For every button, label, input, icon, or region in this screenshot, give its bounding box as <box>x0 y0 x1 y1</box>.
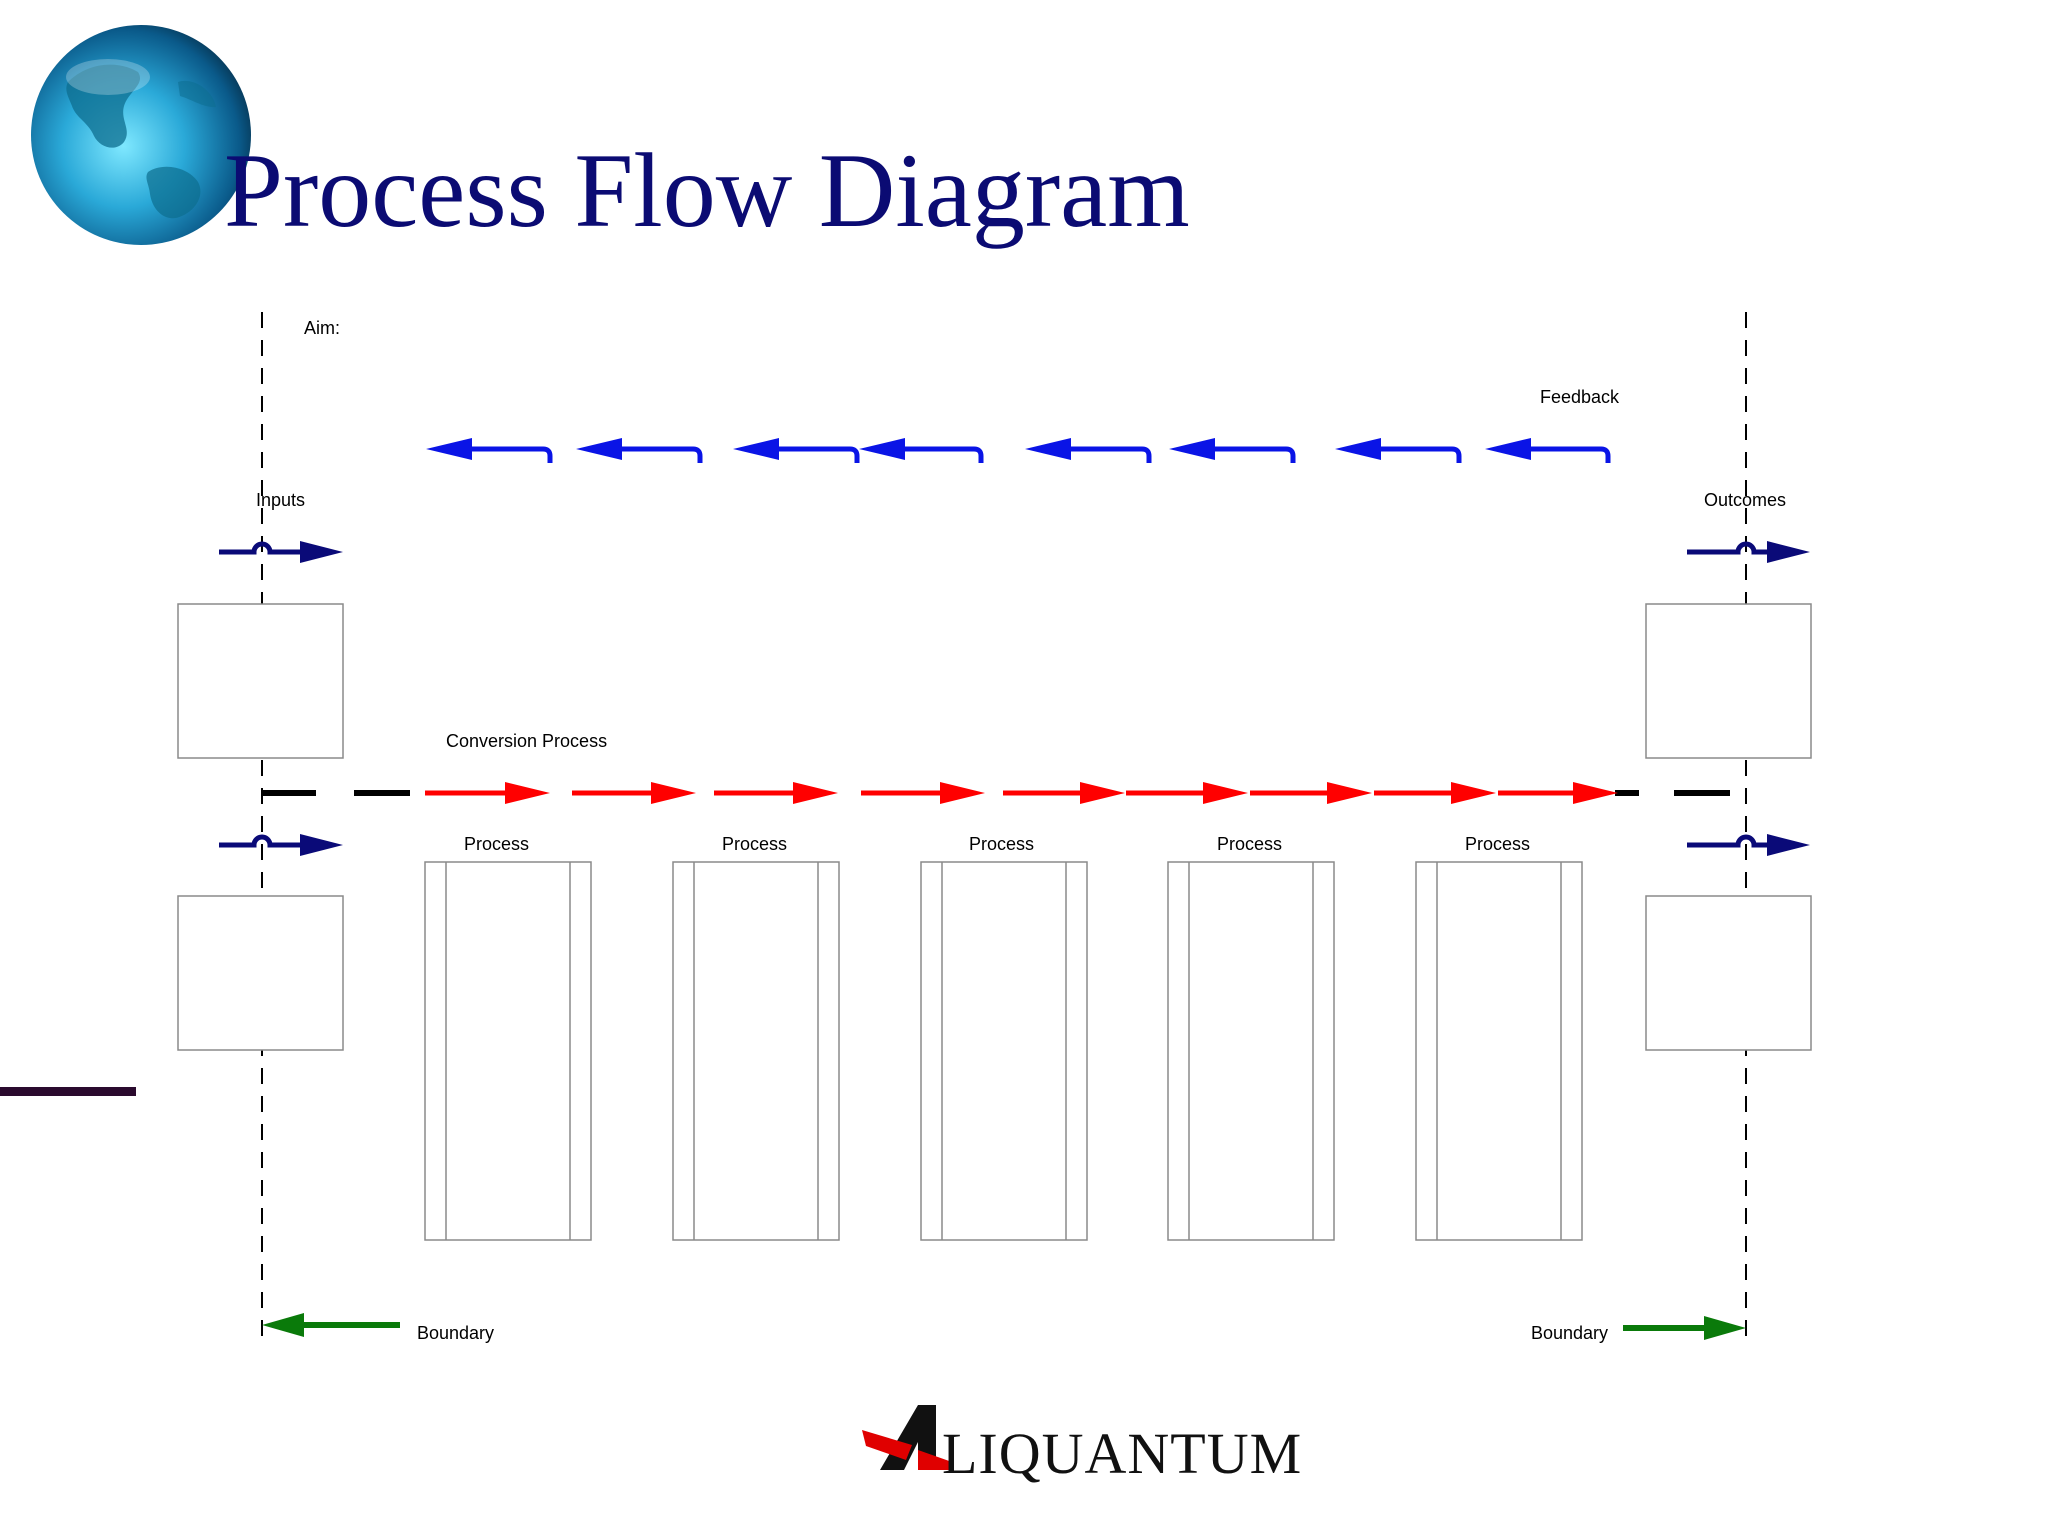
process-label: Process <box>1217 834 1283 854</box>
process-box <box>920 861 1088 1241</box>
feedback-arrow <box>576 438 703 463</box>
conversion-arrow <box>1250 782 1372 804</box>
feedback-arrow <box>859 438 984 463</box>
boundary-left-label: Boundary <box>417 1323 495 1343</box>
outcome-box-bottom <box>1645 895 1812 1051</box>
process-box <box>672 861 840 1241</box>
boundary-right-label: Boundary <box>1531 1323 1609 1343</box>
aim-label: Aim: <box>304 318 340 338</box>
accent-bar <box>0 1087 136 1096</box>
feedback-arrows <box>426 438 1611 463</box>
process-box <box>1415 861 1583 1241</box>
feedback-label: Feedback <box>1540 387 1620 407</box>
page-title: Process Flow Diagram <box>224 132 1190 249</box>
feedback-arrow <box>426 438 553 463</box>
conversion-arrow <box>714 782 838 804</box>
conversion-arrow <box>1374 782 1496 804</box>
aliquantum-a-logo-icon <box>862 1405 952 1470</box>
outcomes-label: Outcomes <box>1704 490 1787 510</box>
outcome-box-top <box>1645 603 1812 759</box>
feedback-arrow <box>1169 438 1296 463</box>
input-box-bottom <box>177 895 344 1051</box>
process-box <box>424 861 592 1241</box>
globe-icon <box>31 25 251 245</box>
io-arrows <box>219 541 1810 856</box>
boundary-arrow-left <box>262 1313 400 1337</box>
conversion-process-label: Conversion Process <box>446 731 608 751</box>
process-label: Process <box>464 834 530 854</box>
output-arrow-top <box>1687 541 1810 563</box>
feedback-arrow <box>733 438 860 463</box>
conversion-arrow <box>1003 782 1125 804</box>
conversion-arrow <box>1498 782 1618 804</box>
aliquantum-logo-text: LIQUANTUM <box>942 1421 1303 1486</box>
output-arrow-bottom <box>1687 834 1810 856</box>
process-label: Process <box>722 834 788 854</box>
process-label: Process <box>969 834 1035 854</box>
input-box-top <box>177 603 344 759</box>
inputs-label: Inputs <box>256 490 306 510</box>
feedback-arrow <box>1025 438 1152 463</box>
conversion-arrow <box>572 782 696 804</box>
input-arrow-bottom <box>219 834 343 856</box>
process-box <box>1167 861 1335 1241</box>
process-label: Process <box>1465 834 1531 854</box>
conversion-arrows <box>425 782 1618 804</box>
boundary-arrow-right <box>1623 1316 1746 1340</box>
feedback-arrow <box>1485 438 1611 463</box>
conversion-arrow <box>861 782 985 804</box>
input-arrow-top <box>219 541 343 563</box>
conversion-arrow <box>425 782 550 804</box>
conversion-arrow <box>1126 782 1248 804</box>
feedback-arrow <box>1335 438 1462 463</box>
